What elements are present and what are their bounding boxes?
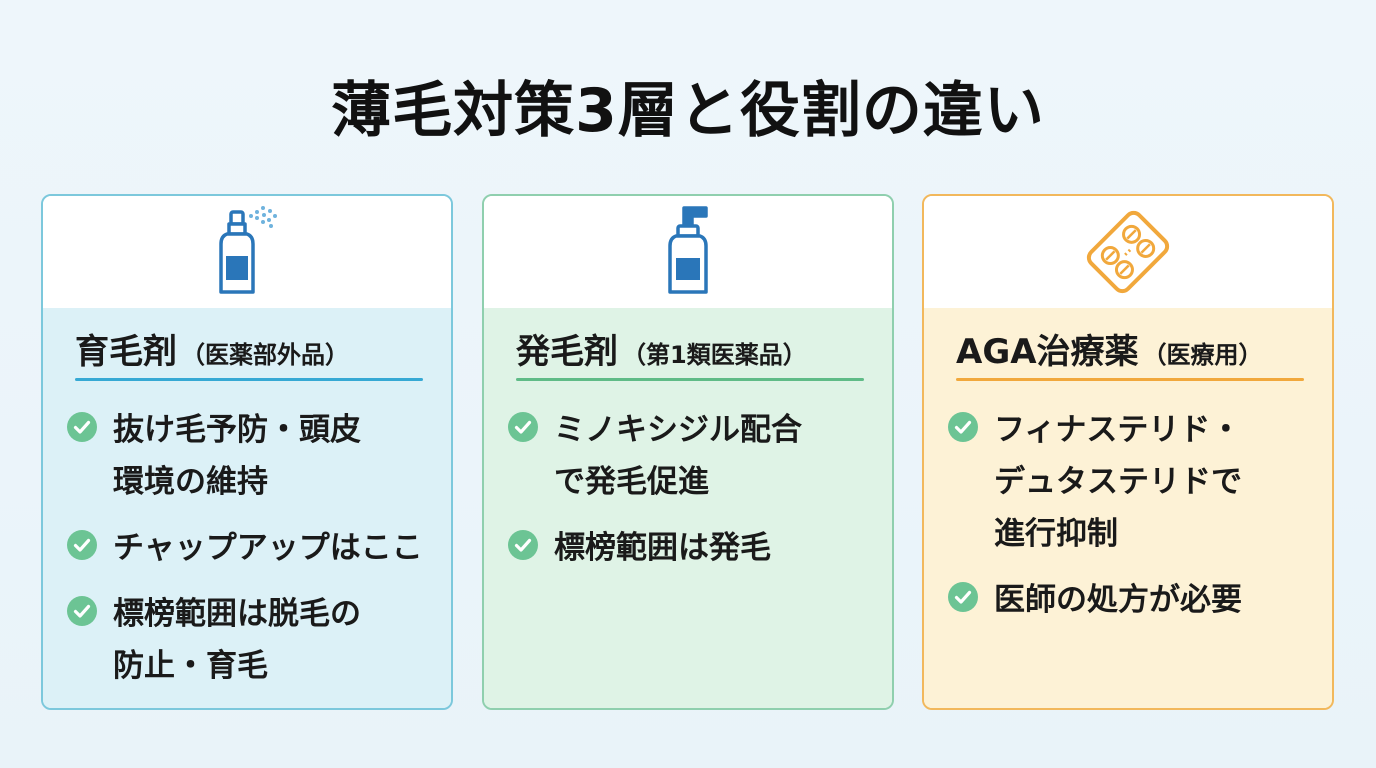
card-hair-growth-tonic: 育毛剤 （医薬部外品） 抜け毛予防・頭皮 環境の維持 チャップアップはここ — [41, 194, 453, 710]
list-item: 抜け毛予防・頭皮 環境の維持 — [67, 404, 441, 508]
point-text: ミノキシジル配合 で発毛促進 — [554, 412, 802, 500]
card-title: 育毛剤 — [75, 332, 177, 372]
card-title: 発毛剤 — [516, 332, 618, 372]
point-text: チャップアップはここ — [113, 530, 423, 566]
heading-underline — [516, 378, 864, 381]
check-circle-icon — [508, 412, 538, 442]
list-item: フィナステリド・ デュタステリドで 進行抑制 — [948, 404, 1322, 560]
list-item: 標榜範囲は脱毛の 防止・育毛 — [67, 588, 441, 692]
point-text: 医師の処方が必要 — [994, 582, 1242, 618]
list-item: ミノキシジル配合 で発毛促進 — [508, 404, 882, 508]
check-circle-icon — [508, 530, 538, 560]
point-text: 抜け毛予防・頭皮 環境の維持 — [113, 412, 361, 500]
nozzle-bottle-icon — [668, 206, 708, 294]
card-icon-area — [484, 196, 892, 308]
card-heading: 発毛剤 （第1類医薬品） — [516, 324, 870, 373]
heading-underline — [956, 378, 1304, 381]
spray-bottle-icon — [219, 206, 277, 294]
page-title: 薄毛対策3層と役割の違い — [331, 76, 1045, 146]
list-item: 医師の処方が必要 — [948, 574, 1322, 626]
point-text: 標榜範囲は発毛 — [554, 530, 771, 566]
card-subtitle: （第1類医薬品） — [622, 341, 807, 369]
pill-blister-icon — [1086, 210, 1170, 294]
card-heading: 育毛剤 （医薬部外品） — [75, 324, 429, 373]
card-subtitle: （医療用） — [1142, 341, 1263, 369]
card-body: 育毛剤 （医薬部外品） 抜け毛予防・頭皮 環境の維持 チャップアップはここ — [43, 308, 451, 708]
check-circle-icon — [948, 582, 978, 612]
list-item: 標榜範囲は発毛 — [508, 522, 882, 574]
card-aga-medication: AGA治療薬 （医療用） フィナステリド・ デュタステリドで 進行抑制 医師の処… — [922, 194, 1334, 710]
card-icon-area — [43, 196, 451, 308]
check-circle-icon — [67, 412, 97, 442]
point-list: 抜け毛予防・頭皮 環境の維持 チャップアップはここ 標榜範囲は脱毛の 防止・育毛 — [67, 404, 441, 706]
card-heading: AGA治療薬 （医療用） — [956, 324, 1310, 373]
card-title: AGA治療薬 — [956, 332, 1139, 372]
card-icon-area — [924, 196, 1332, 308]
point-list: ミノキシジル配合 で発毛促進 標榜範囲は発毛 — [508, 404, 882, 588]
card-body: 発毛剤 （第1類医薬品） ミノキシジル配合 で発毛促進 標榜範囲は発毛 — [484, 308, 892, 708]
point-text: フィナステリド・ デュタステリドで 進行抑制 — [994, 412, 1242, 552]
point-list: フィナステリド・ デュタステリドで 進行抑制 医師の処方が必要 — [948, 404, 1322, 640]
list-item: チャップアップはここ — [67, 522, 441, 574]
heading-underline — [75, 378, 423, 381]
card-hair-regrowth-drug: 発毛剤 （第1類医薬品） ミノキシジル配合 で発毛促進 標榜範囲は発毛 — [482, 194, 894, 710]
point-text: 標榜範囲は脱毛の 防止・育毛 — [113, 596, 361, 684]
check-circle-icon — [67, 596, 97, 626]
card-subtitle: （医薬部外品） — [181, 341, 349, 369]
check-circle-icon — [67, 530, 97, 560]
check-circle-icon — [948, 412, 978, 442]
card-body: AGA治療薬 （医療用） フィナステリド・ デュタステリドで 進行抑制 医師の処… — [924, 308, 1332, 708]
